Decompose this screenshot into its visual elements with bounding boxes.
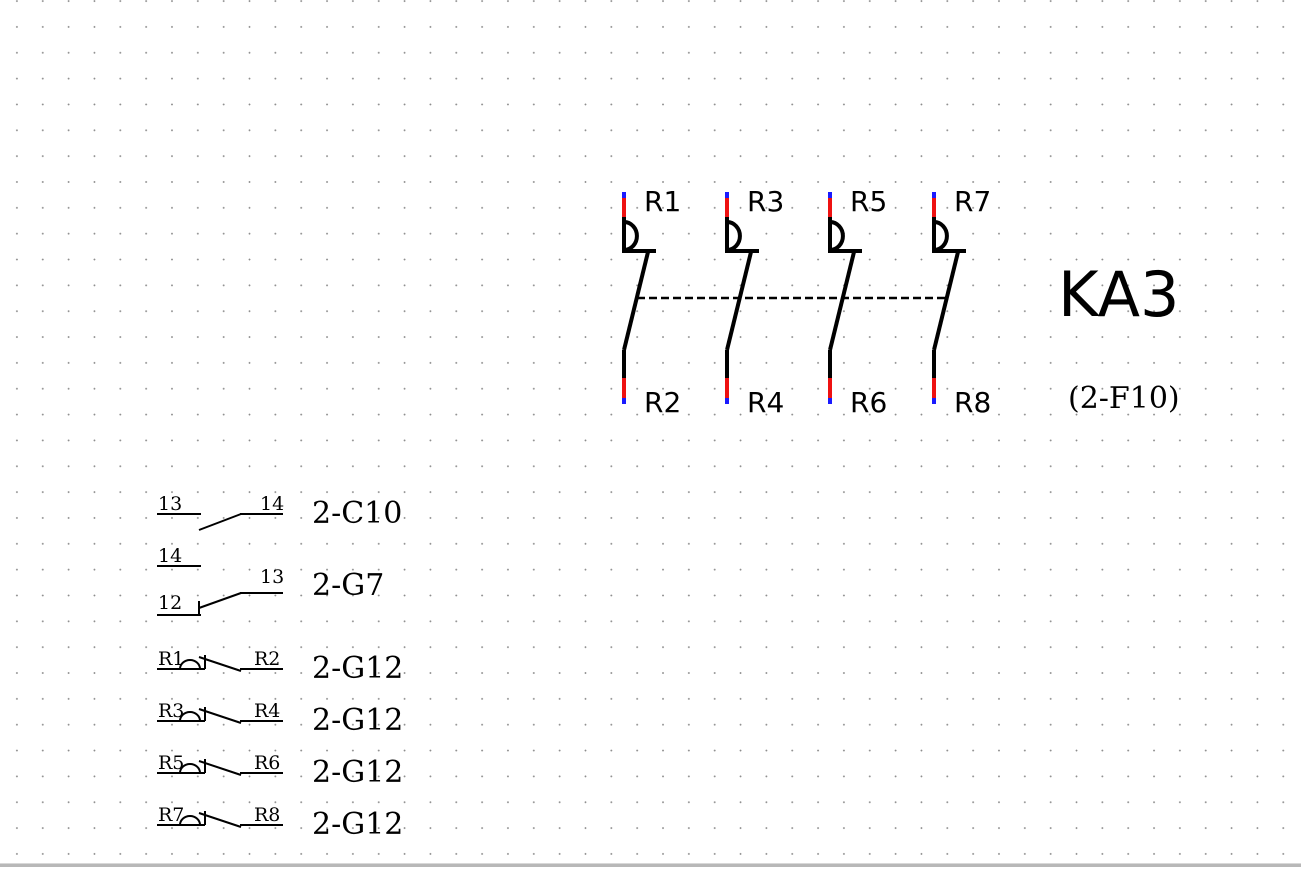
xref-row[interactable]: R3 R4 2-G12 xyxy=(157,700,403,738)
pole-terminal-label-top: R7 xyxy=(954,185,991,218)
xref-row[interactable]: R7 R8 2-G12 xyxy=(157,804,403,842)
thermal-bump xyxy=(179,659,201,670)
terminal-label-left: R5 xyxy=(158,752,184,774)
relay-symbol-ka3[interactable]: R1 R2 R3 R4 R5 xyxy=(622,185,1180,419)
terminal-label-upper: 14 xyxy=(158,545,182,567)
terminal-label-lower: 12 xyxy=(158,592,182,614)
terminal-label-right: R8 xyxy=(254,804,280,826)
cross-reference-table: 13 14 2-C10 14 12 13 2-G7 R1 R2 2-G12 xyxy=(157,493,403,842)
pole-terminal-label-bottom: R8 xyxy=(954,386,991,419)
device-reference-label: (2-F10) xyxy=(1068,381,1180,416)
pole-terminal-label-top: R5 xyxy=(850,185,887,218)
terminal-label-left: R7 xyxy=(158,804,184,826)
xref-label: 2-G12 xyxy=(312,807,403,842)
device-tag-label: KA3 xyxy=(1058,258,1179,331)
pole-terminal-label-bottom: R4 xyxy=(747,386,784,419)
pole-blade xyxy=(932,251,960,351)
terminal-label-right: 14 xyxy=(260,493,284,515)
xref-label: 2-G12 xyxy=(312,755,403,790)
xref-row[interactable]: R1 R2 2-G12 xyxy=(157,648,403,686)
pole-blade xyxy=(622,251,650,351)
thermal-bump xyxy=(179,711,201,722)
contact-blade xyxy=(198,760,242,776)
pole-terminal-label-top: R3 xyxy=(747,185,784,218)
pole-terminal-label-top: R1 xyxy=(644,185,681,218)
terminal-label-right: R6 xyxy=(254,752,280,774)
thermal-bump xyxy=(179,815,201,826)
xref-label: 2-G7 xyxy=(312,568,384,603)
terminal-label-left: R1 xyxy=(158,648,184,670)
thermal-element xyxy=(623,220,639,252)
contact-blade xyxy=(198,812,242,828)
xref-row[interactable]: R5 R6 2-G12 xyxy=(157,752,403,790)
thermal-element xyxy=(933,220,949,252)
relay-pole-4[interactable]: R7 R8 xyxy=(932,185,991,419)
thermal-element xyxy=(829,220,845,252)
contact-blade xyxy=(198,708,242,724)
contact-blade xyxy=(198,513,242,531)
thermal-element xyxy=(726,220,742,252)
terminal-label-right: R2 xyxy=(254,648,280,670)
xref-row[interactable]: 13 14 2-C10 xyxy=(157,493,402,531)
relay-pole-2[interactable]: R3 R4 xyxy=(725,185,784,419)
terminal-label-left: 13 xyxy=(158,493,182,515)
xref-label: 2-G12 xyxy=(312,703,403,738)
contact-blade xyxy=(198,592,242,609)
pole-terminal-label-bottom: R6 xyxy=(850,386,887,419)
xref-label: 2-C10 xyxy=(312,496,402,531)
contact-blade xyxy=(198,656,242,672)
terminal-label-left: R3 xyxy=(158,700,184,722)
terminal-label-right: R4 xyxy=(254,700,280,722)
schematic-diagram: R1 R2 R3 R4 R5 xyxy=(157,185,1180,842)
relay-pole-3[interactable]: R5 R6 xyxy=(828,185,887,419)
thermal-bump xyxy=(179,763,201,774)
terminal-label-right: 13 xyxy=(260,566,284,588)
xref-label: 2-G12 xyxy=(312,651,403,686)
xref-row[interactable]: 14 12 13 2-G7 xyxy=(157,545,384,616)
relay-pole-1[interactable]: R1 R2 xyxy=(622,185,681,419)
bottom-scrollbar-edge[interactable] xyxy=(0,864,1301,892)
pole-blade xyxy=(725,251,753,351)
pole-terminal-label-bottom: R2 xyxy=(644,386,681,419)
pole-blade xyxy=(828,251,856,351)
